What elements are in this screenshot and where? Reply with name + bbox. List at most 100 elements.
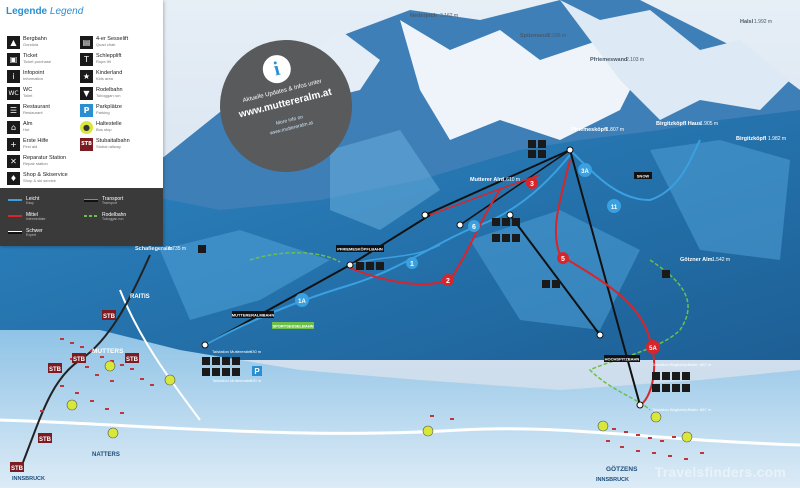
stb-stop: STB	[72, 353, 86, 363]
lift-line	[424, 149, 571, 216]
piste-marker-3a: 3A	[578, 163, 592, 177]
svg-text:P: P	[254, 367, 260, 376]
station-label: Talstation Birgitzköpflbahn	[652, 362, 698, 367]
lift-tag-sportsesselbahn: SPORTSESSELBAHN	[272, 322, 314, 329]
peak-elev: 3.162 m	[440, 13, 458, 19]
watermark: Travelsfinders.com	[654, 464, 786, 480]
city-label-innsbruck: INNSBRUCK	[596, 477, 629, 483]
children-icon: ★	[80, 70, 93, 83]
repair-icon: ✕	[7, 155, 20, 168]
svg-text:MUTTERERALMBAHN: MUTTERERALMBAHN	[232, 313, 275, 318]
piste-marker-6: 6	[468, 220, 480, 232]
place-label: Mutterer Alm	[470, 177, 504, 183]
ticket-icon: ▣	[7, 53, 20, 66]
station-elev: 867 m	[700, 407, 712, 412]
bus-stop-icon: ●	[80, 121, 93, 134]
shop-icon: ♦	[7, 172, 20, 185]
lift-line	[569, 149, 641, 406]
toboggan-run	[588, 259, 689, 411]
lift-tag-hochspitzbahn: HOCHSPITZBAHN	[604, 355, 640, 362]
svg-text:PFRIEMESKÖPFLBAHN: PFRIEMESKÖPFLBAHN	[337, 247, 383, 252]
chairlift-icon: ▤	[80, 36, 93, 49]
peak-label: Halsl	[740, 19, 754, 25]
lift-line	[509, 214, 601, 336]
station-elev: 930 m	[250, 378, 262, 383]
cable-car-icon: ▲	[7, 36, 20, 49]
village-label-mutters: MUTTERS	[92, 348, 124, 355]
peak-elev: 2.206 m	[548, 33, 566, 39]
village-label-raitis: RAITIS	[130, 294, 150, 300]
place-label: Götzner Alm	[680, 257, 713, 263]
svg-text:2: 2	[446, 278, 450, 285]
station-elev: 867 m	[700, 362, 712, 367]
peak-label: Birgitzköpfl Haus	[656, 121, 701, 127]
svg-text:SPORTSESSELBAHN: SPORTSESSELBAHN	[272, 324, 313, 329]
station-label: Talstation Muttereralm	[212, 378, 252, 383]
info-icon: i	[259, 52, 294, 87]
facility-icons	[198, 140, 690, 392]
village-label-goetzens: GÖTZENS	[606, 464, 638, 473]
peak-elev: 2.103 m	[626, 57, 644, 63]
parking-icon: P	[80, 104, 93, 117]
lift-line	[349, 214, 431, 266]
piste-marker-5a: 5A	[646, 340, 660, 354]
place-elev: 1.735 m	[168, 246, 186, 252]
wc-icon: WC	[7, 87, 20, 100]
svg-text:STB: STB	[126, 357, 139, 363]
stb-stop: STB	[38, 433, 52, 443]
svg-text:3A: 3A	[581, 169, 589, 175]
svg-text:6: 6	[472, 224, 476, 231]
peak-label: Pfriemesköpfl	[571, 127, 608, 133]
station-label: Talstation Muttereralm	[212, 349, 252, 354]
legend-title: Legende Legend	[6, 6, 84, 17]
lift-line	[459, 149, 571, 226]
piste-marker-1: 1	[406, 257, 418, 269]
piste-marker-5: 5	[557, 252, 569, 264]
hut-icon: ⌂	[7, 121, 20, 134]
place-label: Schaflegeralm	[135, 246, 173, 252]
stb-stop: STB	[48, 363, 62, 373]
peak-elev: 1.905 m	[700, 121, 718, 127]
place-elev: 1.542 m	[712, 257, 730, 263]
lift-tag-birgitzkoepflbahn: SNOW	[634, 172, 652, 179]
piste-marker-3: 3	[526, 177, 538, 189]
svg-text:11: 11	[611, 205, 618, 211]
lift-tag-pfriemeskoepflbahn: PFRIEMESKÖPFLBAHN	[336, 245, 384, 252]
svg-text:STB: STB	[39, 437, 52, 443]
stb-stop: STB	[10, 462, 24, 472]
first-aid-icon: +	[7, 138, 20, 151]
piste-marker-11: 11	[607, 199, 621, 213]
toboggan-run	[249, 252, 341, 263]
valley	[0, 330, 800, 488]
peak-elev: 1.992 m	[754, 19, 772, 25]
piste-marker-1a: 1A	[295, 293, 309, 307]
peak-elev: 1.982 m	[768, 136, 786, 142]
svg-text:1: 1	[410, 261, 414, 268]
stb-stop: STB	[125, 353, 139, 363]
toboggan-icon: ▼	[80, 87, 93, 100]
place-elev: 1.610 m	[502, 177, 520, 183]
peak-label: Spitzmandl	[520, 33, 550, 39]
svg-text:STB: STB	[49, 367, 62, 373]
railway-icon: STB	[80, 138, 93, 151]
svg-text:HOCHSPITZBAHN: HOCHSPITZBAHN	[605, 357, 640, 362]
bus-stop-icon	[66, 360, 693, 443]
svg-text:5A: 5A	[649, 346, 657, 352]
piste-marker-2: 2	[442, 274, 454, 286]
peak-label: Pfriemeswand	[590, 57, 627, 63]
stb-stop: STB	[102, 310, 116, 320]
peak-label: Nederjoch	[410, 13, 438, 19]
parking-icon	[252, 366, 262, 376]
city-label-innsbruck: INNSBRUCK	[12, 476, 45, 482]
t-bar-icon: T	[80, 53, 93, 66]
restaurant-icon: ☰	[7, 104, 20, 117]
peak-elev: 1.807 m	[606, 127, 624, 133]
info-icon: i	[7, 70, 20, 83]
station-label: Talstation Birgitzköpflbahn	[652, 407, 698, 412]
svg-text:5: 5	[561, 256, 565, 263]
station-elev: 930 m	[250, 349, 262, 354]
village-label-natters: NATTERS	[92, 452, 120, 458]
